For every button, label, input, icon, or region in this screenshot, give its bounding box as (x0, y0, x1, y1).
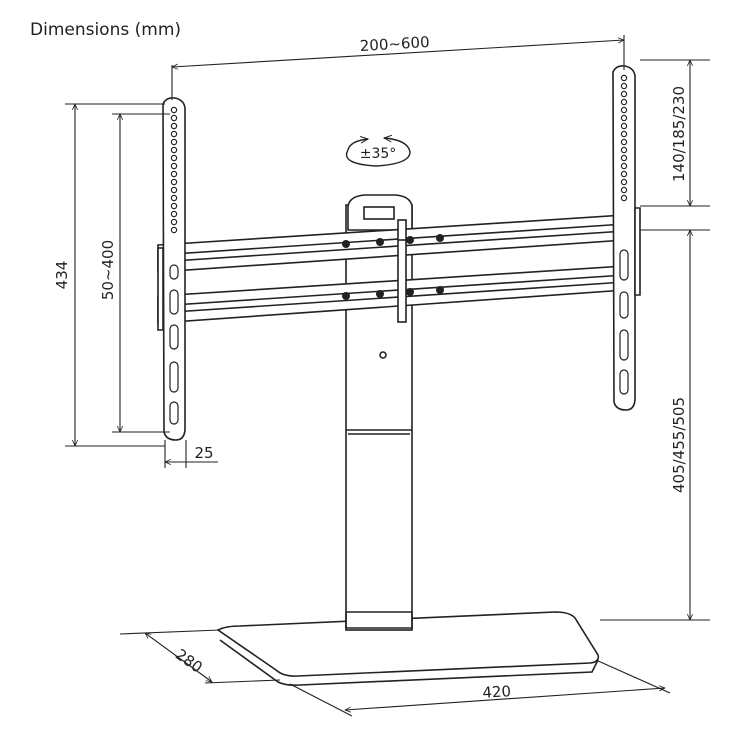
dim-total-height (65, 104, 165, 446)
stand-column (345, 204, 413, 631)
left-bracket (157, 97, 186, 441)
mounting-rails (157, 214, 626, 324)
left-bracket-holes (169, 106, 179, 425)
diagram-title: Dimensions (mm) (30, 20, 182, 40)
dim-vesa-height (112, 114, 170, 432)
dim-base-depth (119, 629, 281, 684)
swivel-label: ±35° (360, 146, 397, 162)
dim-base-width-label: 420 (482, 682, 512, 702)
right-bracket-holes (619, 74, 629, 395)
column-head (347, 194, 413, 231)
dim-vesa-height-label: 50~400 (99, 240, 117, 300)
right-bracket (612, 65, 641, 411)
swivel-indicator: ±35° (345, 138, 411, 167)
dim-height-adjust (640, 60, 710, 206)
dim-base-width (289, 659, 671, 717)
dim-stand-height-label: 405/455/505 (670, 397, 688, 493)
dim-vesa-width (172, 35, 624, 100)
dim-bracket-depth (165, 440, 218, 468)
dim-total-height-label: 434 (53, 261, 71, 290)
dim-vesa-width-label: 200~600 (359, 33, 430, 55)
dim-base-depth-label: 280 (172, 645, 206, 676)
base-plate (216, 611, 600, 686)
dim-bracket-depth-label: 25 (194, 444, 213, 462)
dim-stand-height (600, 230, 710, 620)
dim-height-adjust-label: 140/185/230 (670, 86, 688, 182)
rail-screws (342, 234, 444, 300)
